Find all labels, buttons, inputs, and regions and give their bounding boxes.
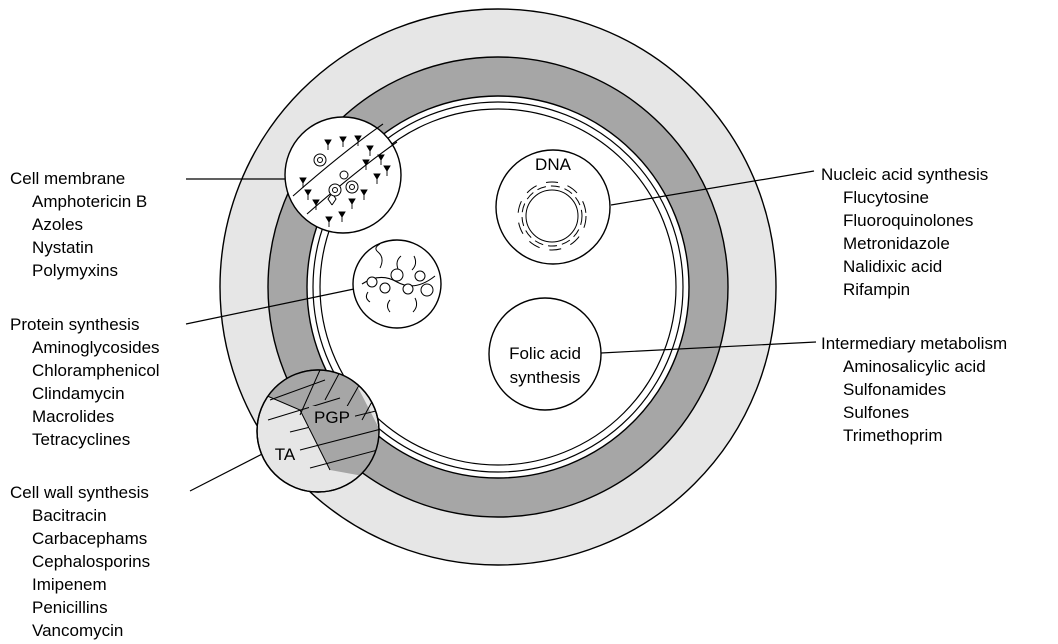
intermediary-metabolism-group: Intermediary metabolism Aminosalicylic a… [821, 332, 1007, 447]
drug-item: Macrolides [32, 407, 115, 426]
folic-acid-label-line1: Folic acid [509, 344, 581, 363]
drug-item: Azoles [32, 215, 84, 234]
drug-item: Clindamycin [32, 384, 125, 403]
cell-wall-synthesis-heading: Cell wall synthesis [10, 483, 149, 502]
drug-item: Sulfones [843, 403, 910, 422]
leader-line-protein-synthesis [185, 288, 355, 325]
drug-item: Fluoroquinolones [843, 211, 974, 230]
drug-item: Aminoglycosides [32, 338, 160, 357]
dna-label: DNA [535, 155, 572, 174]
cell-wall-synthesis-group: Cell wall synthesis Bacitracin Carbaceph… [10, 481, 150, 642]
drug-item: Nystatin [32, 238, 94, 257]
drug-item: Rifampin [843, 280, 911, 299]
protein-synthesis-group: Protein synthesis Aminoglycosides Chlora… [10, 313, 160, 451]
cell-membrane-inset [284, 116, 402, 234]
membrane-ring-2 [312, 101, 684, 473]
drug-item: Chloramphenicol [32, 361, 160, 380]
intermediary-metabolism-heading: Intermediary metabolism [821, 334, 1008, 353]
drug-item: Amphotericin B [32, 192, 148, 211]
folic-acid-label-line2: synthesis [510, 368, 581, 387]
membrane-ring-3 [319, 108, 677, 466]
drug-item: Imipenem [32, 575, 107, 594]
drug-item: Bacitracin [32, 506, 107, 525]
nucleic-acid-synthesis-heading: Nucleic acid synthesis [821, 165, 989, 184]
drug-item: Cephalosporins [32, 552, 151, 571]
cell-membrane-group: Cell membrane Amphotericin B Azoles Nyst… [10, 167, 147, 282]
folic-acid-inset: Folic acid synthesis [488, 297, 602, 411]
leader-line-nucleic-acid [610, 170, 815, 206]
protein-synthesis-inset [352, 239, 442, 329]
drug-item: Penicillins [32, 598, 108, 617]
drug-item: Polymyxins [32, 261, 118, 280]
drug-item: Carbacephams [32, 529, 148, 548]
drug-item: Vancomycin [32, 621, 124, 640]
drug-item: Flucytosine [843, 188, 929, 207]
drug-item: Trimethoprim [843, 426, 943, 445]
nucleic-acid-synthesis-group: Nucleic acid synthesis Flucytosine Fluor… [821, 163, 988, 301]
drug-item: Tetracyclines [32, 430, 131, 449]
dna-inset: DNA [495, 149, 611, 265]
drug-item: Nalidixic acid [843, 257, 943, 276]
pgp-label: PGP [314, 408, 350, 427]
drug-item: Metronidazole [843, 234, 950, 253]
protein-synthesis-heading: Protein synthesis [10, 315, 140, 334]
cell-membrane-heading: Cell membrane [10, 169, 126, 188]
cell-wall-inset: PGP TA [256, 369, 380, 493]
drug-item: Aminosalicylic acid [843, 357, 986, 376]
drug-item: Sulfonamides [843, 380, 947, 399]
ta-label: TA [275, 445, 296, 464]
leader-line-intermediary-metabolism [600, 341, 817, 354]
leader-line-cell-wall [189, 449, 271, 492]
